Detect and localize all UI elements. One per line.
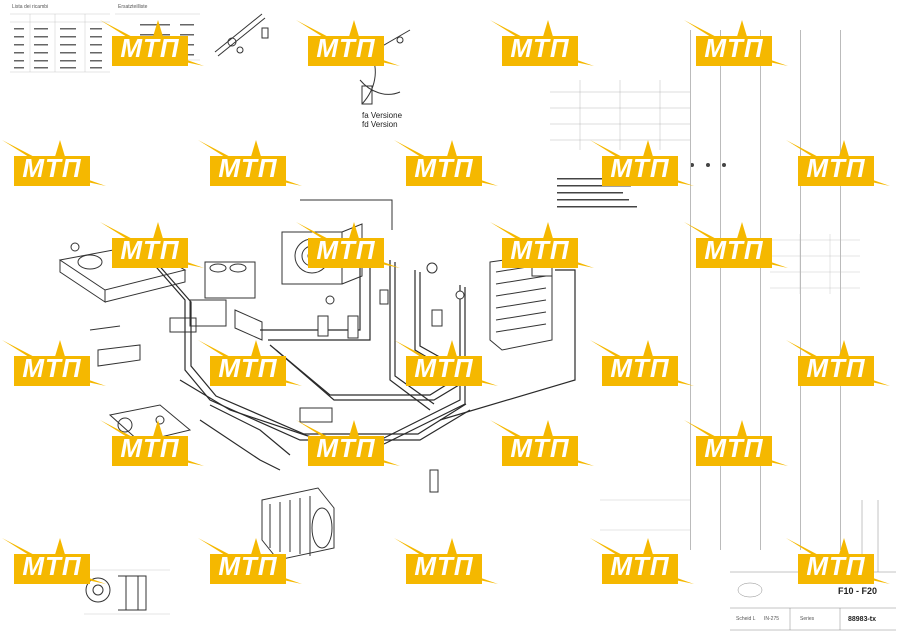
model-title: F10 - F20 xyxy=(838,586,878,596)
gear-logo-icon xyxy=(786,340,890,386)
gear-logo-icon xyxy=(490,222,594,268)
watermark-logo: МТП xyxy=(584,134,696,202)
gear-logo-icon xyxy=(786,538,890,584)
dotted-grid-right xyxy=(690,30,841,550)
gear-logo-icon xyxy=(198,140,302,186)
valve-table-right xyxy=(550,80,690,150)
gear-logo-icon xyxy=(394,538,498,584)
watermark-logo: МТП xyxy=(678,216,790,284)
watermark-logo: МТП xyxy=(192,134,304,202)
title-block-right: Series xyxy=(800,616,815,622)
watermark-logo: МТП xyxy=(388,334,500,402)
gear-logo-icon xyxy=(684,222,788,268)
watermark-logo: МТП xyxy=(94,14,206,82)
watermark-logo: МТП xyxy=(192,532,304,600)
watermark-logo: МТП xyxy=(290,414,402,482)
gear-logo-icon xyxy=(296,20,400,66)
watermark-logo: МТП xyxy=(94,216,206,284)
gear-logo-icon xyxy=(100,222,204,268)
watermark-logo: МТП xyxy=(0,532,108,600)
version-label-a: fa Versione xyxy=(362,111,403,120)
hose-routing xyxy=(149,245,576,471)
gear-logo-icon xyxy=(590,140,694,186)
gear-logo-icon xyxy=(2,140,106,186)
gear-logo-icon xyxy=(590,538,694,584)
watermark-logo: МТП xyxy=(484,216,596,284)
gear-logo-icon xyxy=(490,420,594,466)
gear-logo-icon xyxy=(684,420,788,466)
gear-logo-icon xyxy=(100,420,204,466)
gear-logo-icon xyxy=(100,20,204,66)
parts-list-header-b: Ersatzteilliste xyxy=(118,4,148,10)
gear-logo-icon xyxy=(296,222,400,268)
hose-detail-top xyxy=(214,13,269,57)
gear-logo-icon xyxy=(786,140,890,186)
watermark-logo: МТП xyxy=(484,414,596,482)
parts-table-top-left xyxy=(10,13,200,73)
watermark-logo: МТП xyxy=(388,134,500,202)
fittings-center xyxy=(299,262,465,493)
gear-logo-icon xyxy=(394,140,498,186)
watermark-logo: МТП xyxy=(780,134,892,202)
drawing-number: 88983-tx xyxy=(848,616,877,623)
watermark-logo: МТП xyxy=(584,532,696,600)
watermark-logo: МТП xyxy=(678,414,790,482)
parts-list-header-a: Lista dei ricambi xyxy=(12,4,49,10)
watermark-logo: МТП xyxy=(290,14,402,82)
gear-logo-icon xyxy=(2,538,106,584)
watermark-logo: МТП xyxy=(780,532,892,600)
gear-logo-icon xyxy=(590,340,694,386)
gear-logo-icon xyxy=(684,20,788,66)
watermark-logo: МТП xyxy=(94,414,206,482)
gear-logo-icon xyxy=(394,340,498,386)
gear-logo-icon xyxy=(2,340,106,386)
gear-logo-icon xyxy=(198,340,302,386)
valve-block-center xyxy=(169,261,263,341)
watermark-logo: МТП xyxy=(290,216,402,284)
watermark-logo: МТП xyxy=(0,134,108,202)
watermark-logo: МТП xyxy=(584,334,696,402)
gear-logo-icon xyxy=(296,420,400,466)
motor-bottom xyxy=(261,487,335,561)
watermark-logo: МТП xyxy=(192,334,304,402)
steering-unit-left xyxy=(89,325,192,443)
cylinder-bottom-left xyxy=(84,569,170,615)
watermark-logo: МТП xyxy=(0,334,108,402)
watermark-logo: МТП xyxy=(780,334,892,402)
title-block-mid: IN-275 xyxy=(764,616,780,622)
title-block-left: Scheid L xyxy=(736,616,756,622)
gear-logo-icon xyxy=(198,538,302,584)
watermark-logo: МТП xyxy=(484,14,596,82)
version-label-b: fd Version xyxy=(362,120,398,129)
watermark-logo: МТП xyxy=(678,14,790,82)
watermark-logo: МТП xyxy=(388,532,500,600)
gear-logo-icon xyxy=(490,20,594,66)
spec-table-right xyxy=(600,234,860,531)
